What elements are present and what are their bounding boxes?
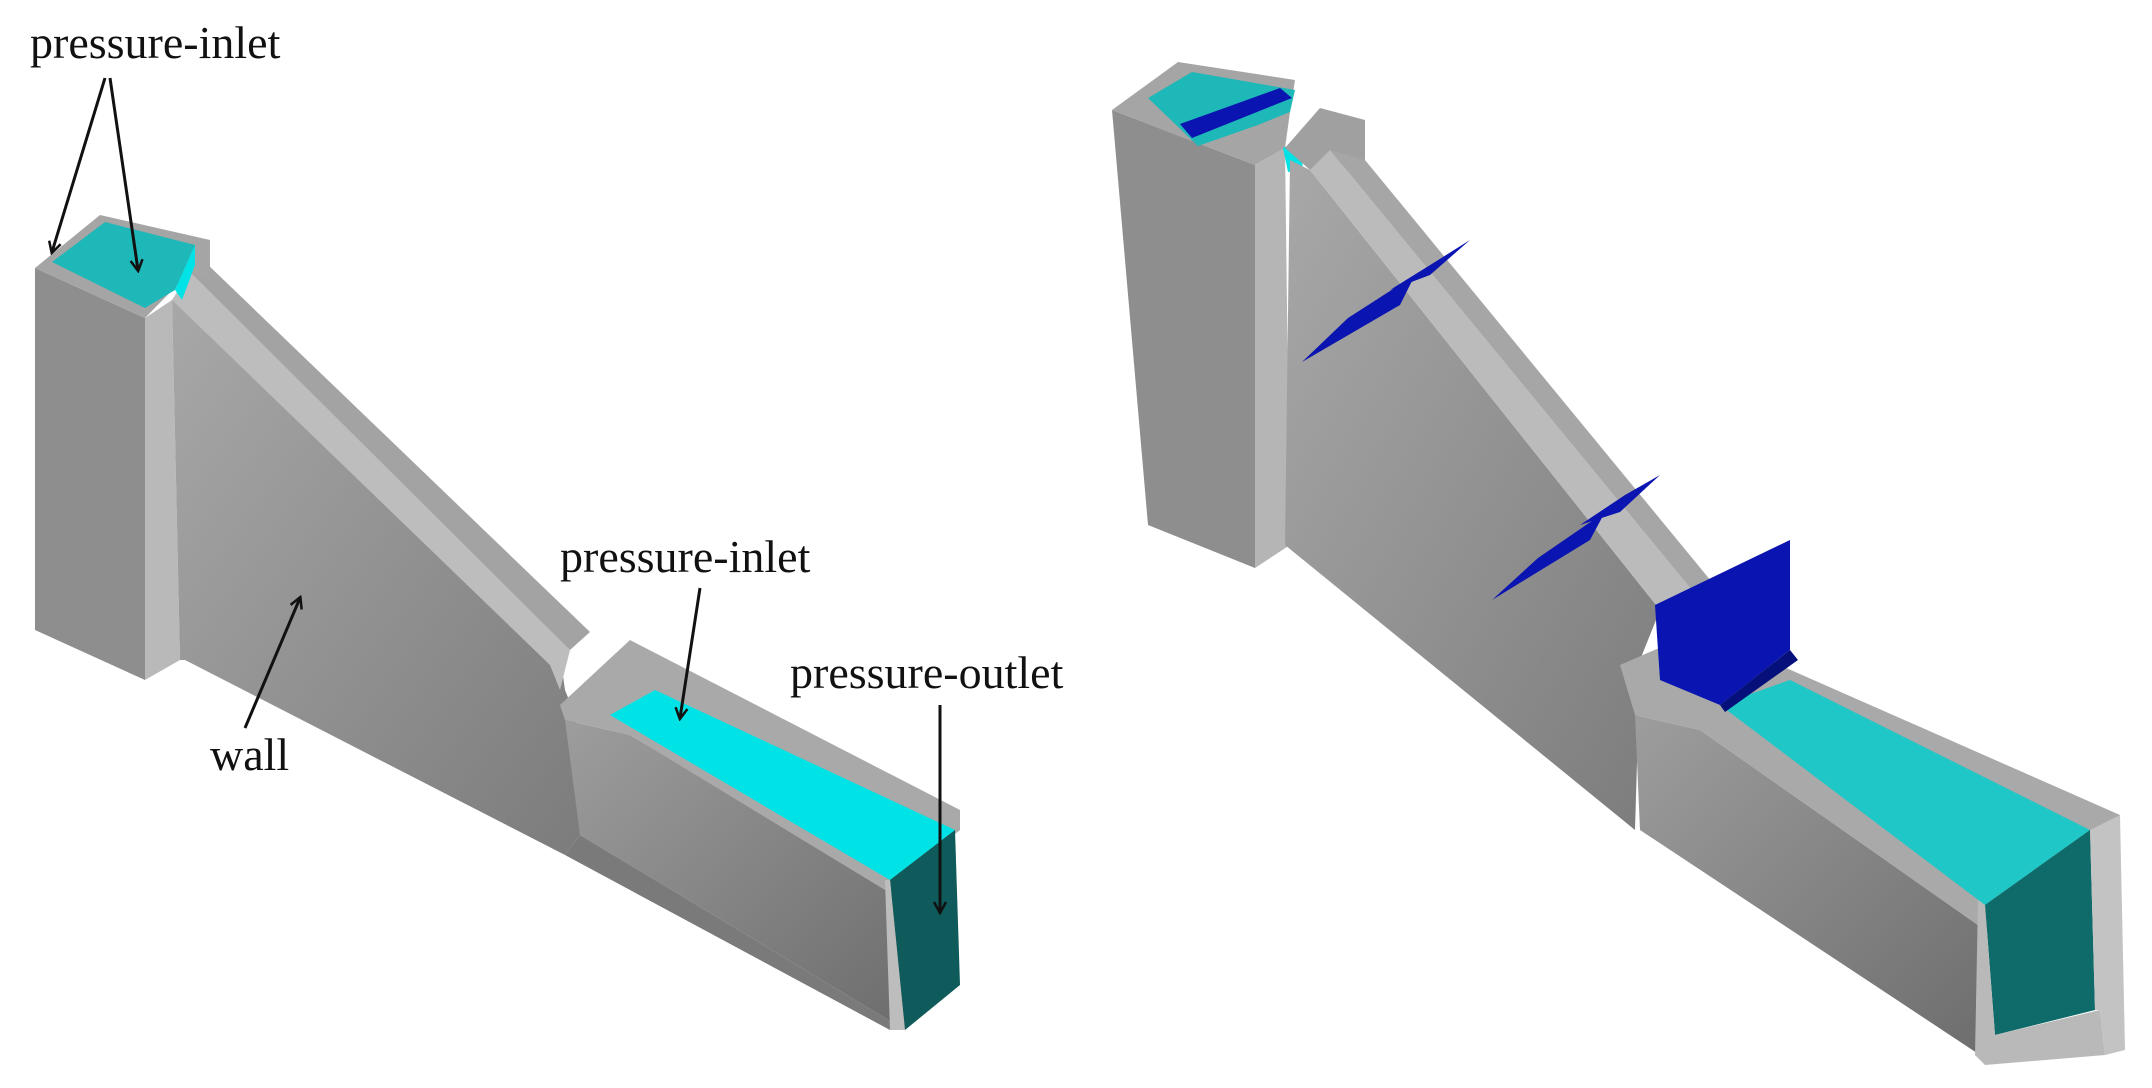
arrow-inlet-bottom [680, 587, 702, 718]
arrow-inlet-top-right [108, 77, 138, 270]
right-slope-rim [1310, 150, 1700, 610]
arrow-wall [243, 598, 300, 729]
right-model [1112, 62, 2125, 1065]
right-tower-side [1255, 148, 1290, 568]
left-channel-lower [565, 835, 905, 1030]
right-outlet-frame-side [2090, 815, 2125, 1055]
right-outlet-frame [1975, 900, 2105, 1065]
label-pressure-inlet-bottom: pressure-inlet [560, 531, 811, 582]
right-baffle-lower-left [1492, 512, 1605, 600]
left-bottom-inlet-surface [610, 690, 955, 880]
left-outlet-face [890, 830, 960, 1030]
right-wall-main [1285, 160, 1660, 830]
arrow-inlet-top-left [52, 77, 107, 252]
left-outlet-frame [885, 880, 905, 1030]
right-channel-side [1635, 715, 1990, 1055]
right-top-baffle [1180, 88, 1292, 138]
right-end-baffle-side [1720, 650, 1798, 712]
left-model [35, 215, 960, 1030]
left-slope-rim-inner [190, 262, 590, 650]
left-top-inlet-front [175, 245, 195, 300]
left-top-inlet-surface [52, 222, 195, 308]
label-pressure-inlet-top: pressure-inlet [30, 17, 281, 68]
label-pressure-outlet: pressure-outlet [790, 647, 1064, 698]
right-slope-rim-inner [1330, 150, 1725, 600]
left-channel-side [565, 720, 905, 1030]
right-tower-front [1112, 110, 1255, 568]
right-outlet-face [1985, 830, 2095, 1035]
left-slope-rim [172, 272, 570, 690]
left-wall-main [172, 290, 580, 855]
right-channel-water [1720, 680, 2090, 905]
right-end-baffle [1655, 540, 1790, 705]
right-baffle-upper-left [1302, 275, 1415, 362]
right-baffle-lower-right [1580, 475, 1660, 525]
left-tower-front [35, 268, 145, 680]
label-wall: wall [210, 729, 289, 780]
left-tower-side [145, 300, 180, 680]
